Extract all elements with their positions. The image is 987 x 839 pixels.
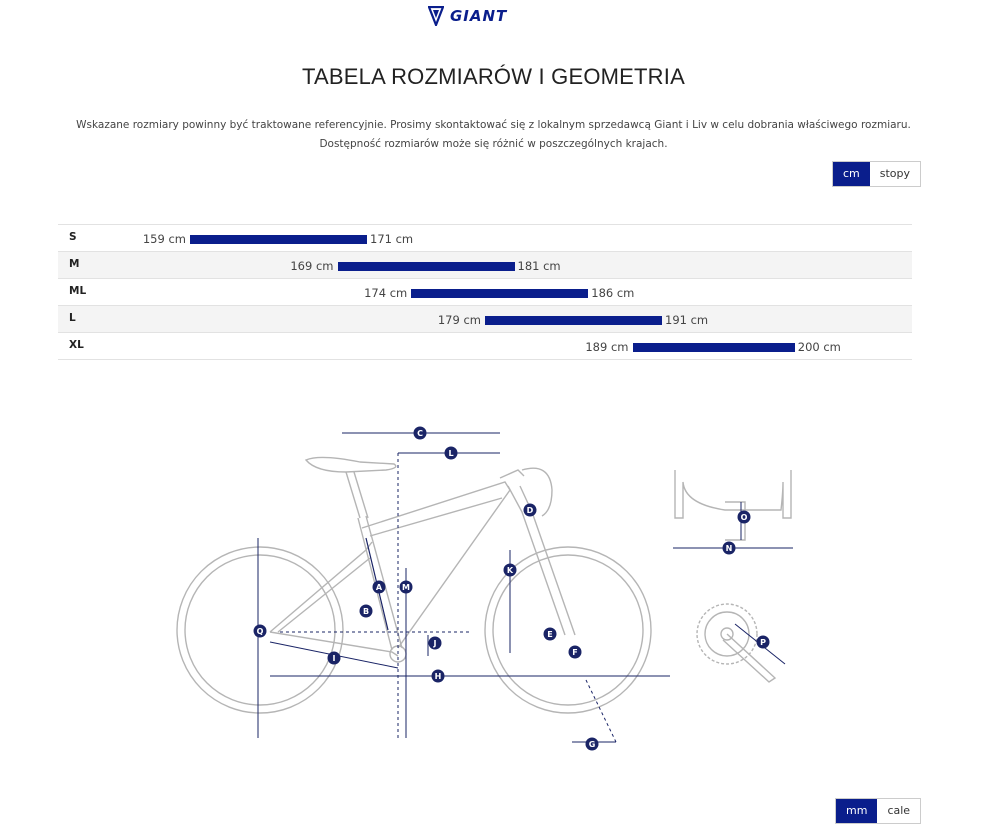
geometry-marker-m: M <box>399 580 413 594</box>
intro-line-2: Dostępność rozmiarów może się różnić w p… <box>319 138 668 150</box>
range-bar <box>411 289 589 298</box>
size-chart: S 159 cm 171 cm M 169 cm 181 cm ML 174 cm 186 cm… <box>58 224 912 360</box>
svg-text:N: N <box>726 544 733 553</box>
svg-text:I: I <box>333 654 336 663</box>
svg-text:H: H <box>435 672 442 681</box>
crank-diagram: P <box>696 603 786 683</box>
giant-wordmark: GIANT <box>450 7 508 25</box>
geometry-markers: C L D K A M B Q J E F I H G <box>253 426 599 751</box>
svg-text:M: M <box>402 583 410 592</box>
geometry-marker-c: C <box>413 426 427 440</box>
range-bar <box>632 343 795 352</box>
size-row-s: S 159 cm 171 cm <box>58 224 912 251</box>
size-label: M <box>69 258 80 270</box>
giant-logo[interactable]: GIANT <box>428 6 507 26</box>
range-min-label: 179 cm <box>437 313 481 327</box>
geometry-unit-toggle[interactable]: mm cale <box>835 798 922 824</box>
svg-text:B: B <box>363 607 369 616</box>
giant-shield-icon <box>428 6 444 26</box>
geometry-marker-l: L <box>444 446 458 460</box>
geometry-marker-h: H <box>431 669 445 683</box>
range-bar <box>485 316 662 325</box>
svg-text:E: E <box>547 630 552 639</box>
svg-text:P: P <box>760 638 766 647</box>
bike-outline <box>176 456 652 714</box>
size-label: S <box>69 231 77 243</box>
unit-mm-button[interactable]: mm <box>836 799 878 823</box>
geometry-marker-q: Q <box>253 624 267 638</box>
size-row-ml: ML 174 cm 186 cm <box>58 278 912 305</box>
geometry-marker-j: J <box>428 636 442 650</box>
geometry-marker-b: B <box>359 604 373 618</box>
intro-line-1: Wskazane rozmiary powinny być traktowane… <box>76 119 911 131</box>
unit-inch-button[interactable]: cale <box>877 799 921 823</box>
page-title: TABELA ROZMIARÓW I GEOMETRIA <box>302 64 685 89</box>
svg-text:A: A <box>376 583 383 592</box>
geometry-marker-n: N <box>722 541 736 555</box>
size-row-m: M 169 cm 181 cm <box>58 251 912 278</box>
geometry-marker-a: A <box>372 580 386 594</box>
range-max-label: 171 cm <box>370 232 414 246</box>
handlebar-diagram: ON <box>673 470 793 555</box>
range-bar <box>190 235 367 244</box>
geometry-marker-i: I <box>327 651 341 665</box>
range-bar <box>337 262 515 271</box>
unit-feet-button[interactable]: stopy <box>869 162 921 186</box>
geometry-marker-o: O <box>737 510 751 524</box>
svg-text:L: L <box>448 449 453 458</box>
svg-text:Q: Q <box>257 627 264 636</box>
size-row-l: L 179 cm 191 cm <box>58 305 912 332</box>
size-label: XL <box>69 339 84 351</box>
svg-text:G: G <box>589 740 596 749</box>
size-label: L <box>69 312 76 324</box>
range-min-label: 174 cm <box>364 286 408 300</box>
intro-text: Wskazane rozmiary powinny być traktowane… <box>40 116 947 154</box>
bike-geometry-diagram: C L D K A M B Q J E F I H G <box>176 426 670 751</box>
geometry-marker-d: D <box>523 503 537 517</box>
svg-text:C: C <box>417 429 423 438</box>
range-min-label: 189 cm <box>585 340 629 354</box>
size-row-xl: XL 189 cm 200 cm <box>58 332 912 360</box>
range-min-label: 169 cm <box>290 259 334 273</box>
geometry-marker-g: G <box>585 737 599 751</box>
unit-cm-button[interactable]: cm <box>833 162 870 186</box>
range-max-label: 200 cm <box>797 340 841 354</box>
geometry-marker-p: P <box>756 635 770 649</box>
geometry-marker-k: K <box>503 563 517 577</box>
range-max-label: 186 cm <box>591 286 635 300</box>
svg-text:O: O <box>741 513 748 522</box>
height-unit-toggle[interactable]: cm stopy <box>832 161 922 187</box>
geometry-marker-e: E <box>543 627 557 641</box>
range-min-label: 159 cm <box>142 232 186 246</box>
size-label: ML <box>69 285 87 297</box>
svg-text:J: J <box>433 639 437 648</box>
range-max-label: 181 cm <box>517 259 561 273</box>
svg-text:K: K <box>507 566 514 575</box>
range-max-label: 191 cm <box>665 313 709 327</box>
geometry-dimension-lines <box>257 432 670 743</box>
svg-text:F: F <box>572 648 577 657</box>
svg-text:D: D <box>527 506 534 515</box>
geometry-marker-f: F <box>568 645 582 659</box>
